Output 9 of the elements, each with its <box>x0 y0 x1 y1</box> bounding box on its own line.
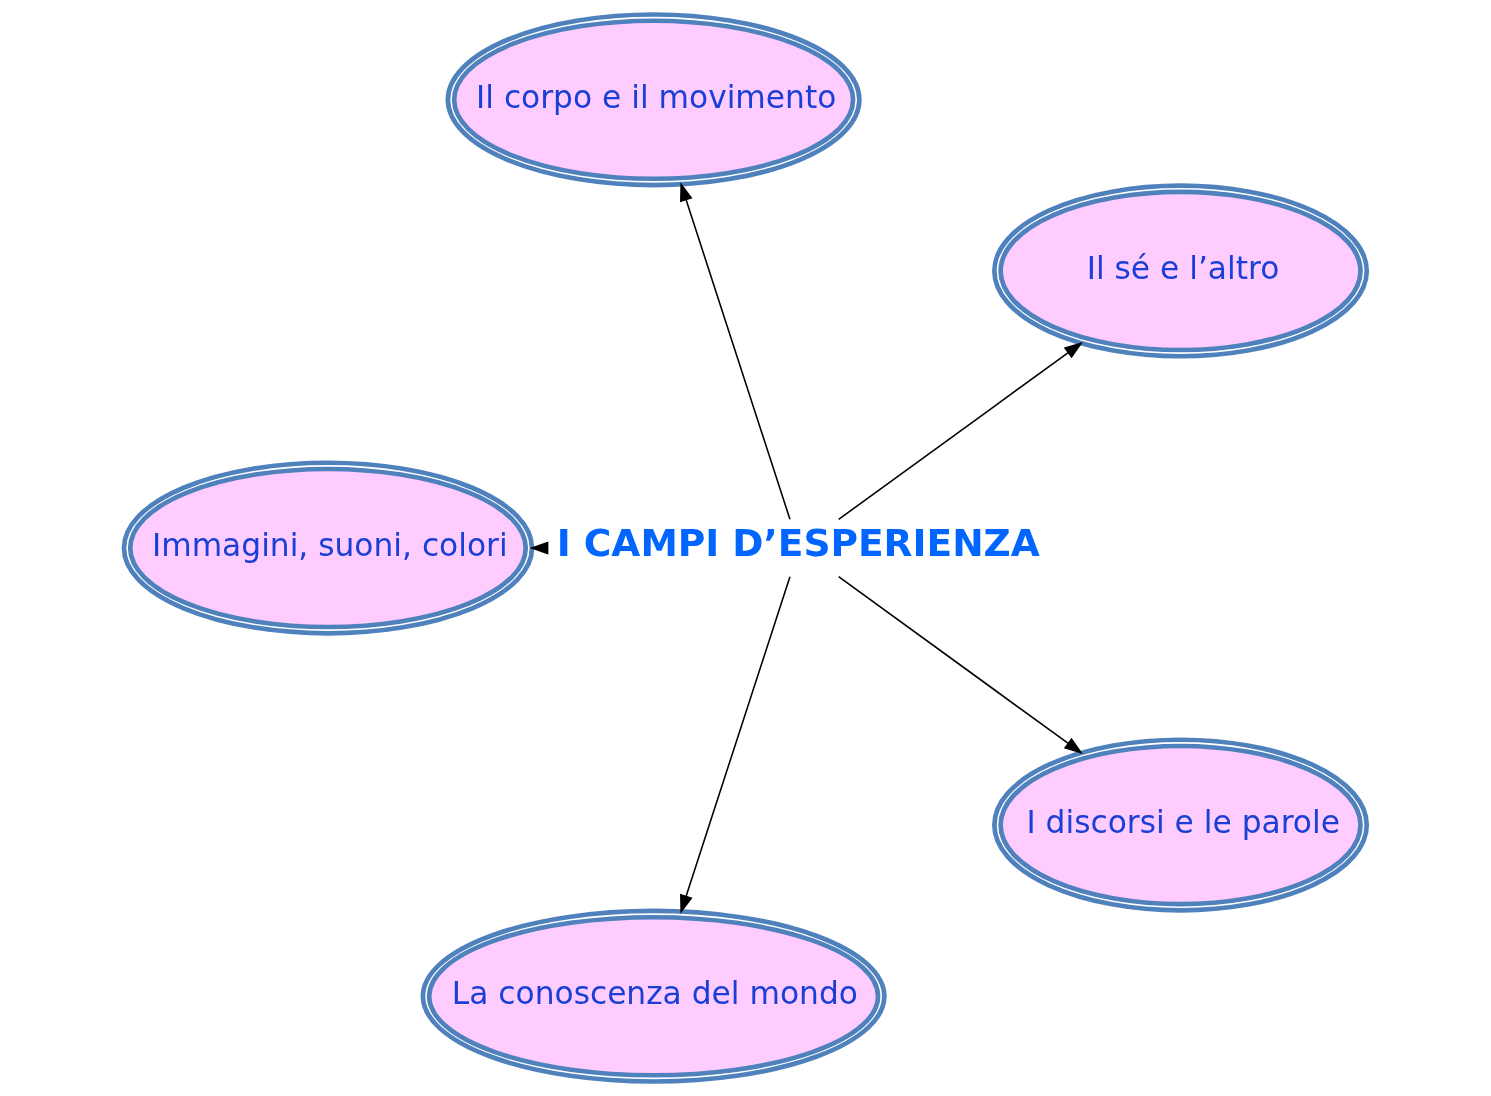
node-ellipse: Il corpo e il movimento <box>445 12 862 188</box>
node-ellipse: Immagini, suoni, colori <box>121 460 535 636</box>
arrow <box>680 182 791 521</box>
arrow <box>837 341 1083 521</box>
arrow <box>837 575 1083 755</box>
arrow <box>529 541 549 555</box>
node-ellipse: La conoscenza del mondo <box>420 908 887 1084</box>
node-text: I CAMPI D’ESPERIENZA <box>556 521 1040 566</box>
arrow <box>680 575 791 914</box>
